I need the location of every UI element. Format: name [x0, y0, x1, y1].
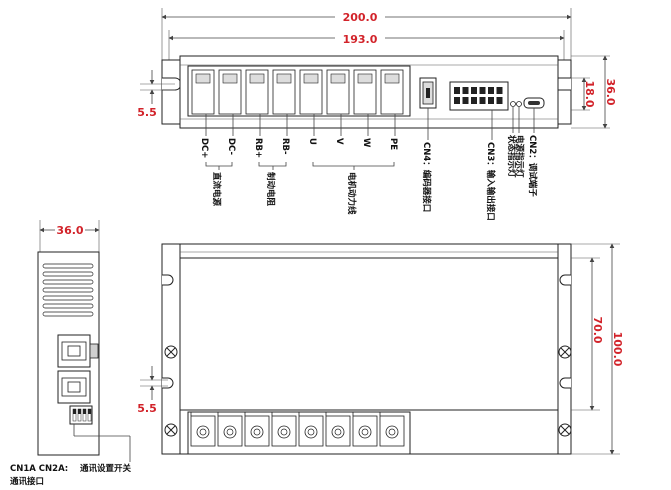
- top-terminal-row: [191, 69, 404, 115]
- power-led: [516, 101, 522, 107]
- label-cn3: CN3：输入输出接口: [485, 142, 496, 221]
- screw-right-bottom: [558, 423, 572, 437]
- dim-front-hole: 5.5: [137, 402, 157, 415]
- dim-top-mount: 193.0: [343, 33, 378, 46]
- label-comm-switch: 通讯设置开关: [80, 463, 132, 474]
- dim-top-height: 36.0: [604, 78, 617, 105]
- dim-top-slot: 18.0: [583, 80, 596, 107]
- label-power-led: 电源指示灯: [514, 135, 525, 178]
- side-view: 36.0 CN1A CN2A: 通讯接口 通讯设置开关: [10, 220, 132, 487]
- cn3-pin-grid: [454, 87, 503, 104]
- top-view: 200.0 193.0: [137, 8, 617, 221]
- side-vent-slots: [42, 263, 94, 317]
- front-panel: [179, 257, 559, 411]
- terminal-label: DC+: [199, 138, 209, 158]
- screw-left-top: [164, 345, 178, 359]
- dim-top-overall: 200.0: [343, 11, 378, 24]
- dim-front-inner: 70.0: [591, 316, 604, 343]
- label-cn1a-cn2a: CN1A CN2A:: [10, 464, 68, 474]
- terminal-label: V: [334, 138, 344, 145]
- dim-front-total: 100.0: [611, 332, 624, 367]
- dim-top-hole: 5.5: [137, 106, 157, 119]
- terminal-label: PE: [388, 138, 398, 150]
- cn3-connector: [449, 81, 509, 111]
- front-view: 70.0 100.0 5.5: [137, 243, 624, 455]
- terminal-label: DC-: [226, 138, 236, 155]
- terminal-leaders: [205, 114, 396, 136]
- screw-right-top: [558, 345, 572, 359]
- terminal-label: W: [361, 138, 371, 148]
- terminal-label: RB-: [280, 138, 290, 155]
- status-led: [510, 101, 516, 107]
- label-motor-power: 电机动力线: [346, 172, 357, 215]
- label-cn2: CN2：调试端子: [527, 135, 538, 197]
- label-status-led: 状态指示灯: [506, 135, 517, 178]
- terminal-label: RB+: [253, 138, 263, 158]
- screw-left-bottom: [164, 423, 178, 437]
- dim-side-width: 36.0: [56, 224, 83, 237]
- terminal-label: U: [307, 138, 317, 145]
- label-comm-port: 通讯接口: [10, 476, 44, 487]
- label-cn4: CN4：编码器接口: [421, 142, 432, 212]
- label-brake-resistor: 制动电阻: [265, 172, 276, 207]
- label-dc-power: 直流电源: [211, 172, 222, 207]
- front-terminal-row: [190, 412, 405, 447]
